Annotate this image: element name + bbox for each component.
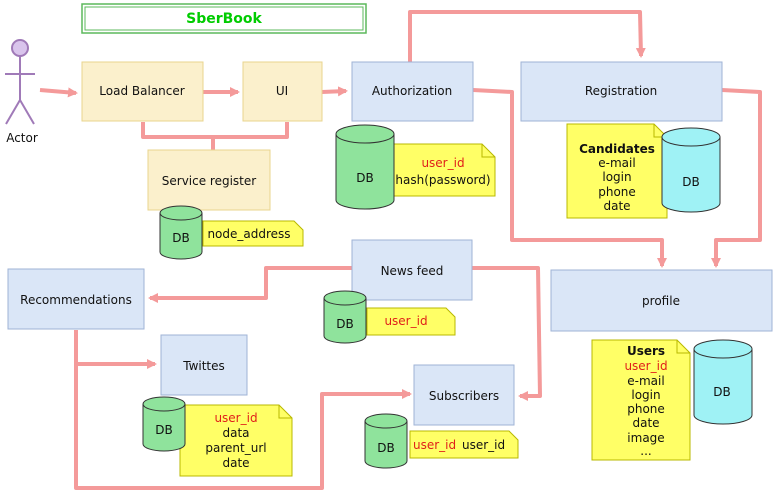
candidates-heading: Candidates [579, 142, 655, 156]
subscribers-db-cylinder: DB [364, 413, 408, 469]
registration-label: Registration [585, 84, 657, 98]
recommendations-label: Recommendations [20, 293, 132, 307]
users-item: date [632, 416, 659, 430]
ui-box: UI [242, 61, 323, 122]
users-item: e-mail [627, 374, 664, 388]
service-db-cylinder: DB [159, 205, 203, 260]
newsfeed-db-label: DB [336, 317, 353, 331]
users-item: phone [627, 402, 665, 416]
recommendations-box: Recommendations [7, 268, 145, 330]
ui-label: UI [276, 84, 288, 98]
profile-db-cylinder: DB [693, 339, 753, 425]
service-note: node_address [202, 220, 304, 247]
news-feed-box: News feed [351, 239, 473, 301]
subscribers-note-key1: user_id [413, 438, 456, 452]
twittes-box: Twittes [160, 334, 248, 396]
newsfeed-note-key: user_id [384, 314, 427, 328]
registration-box: Registration [520, 61, 723, 122]
candidates-item: date [603, 199, 630, 213]
twittes-note-item: parent_url [205, 441, 266, 455]
arrow-registration-to-profile [711, 88, 762, 268]
auth-db-label: DB [356, 171, 373, 185]
users-heading: Users [627, 344, 665, 358]
arrow-auth-to-profile [472, 88, 667, 268]
load-balancer-box: Load Balancer [81, 61, 204, 122]
actor-figure [5, 39, 35, 125]
arrow-recommendations-to-twittes [74, 330, 157, 369]
twittes-note: user_id data parent_url date [179, 404, 293, 477]
auth-note: user_id hash(password) [388, 143, 496, 197]
candidates-note: Candidates e-mail login phone date [566, 123, 668, 219]
actor-label: Actor [6, 131, 38, 145]
subscribers-label: Subscribers [429, 389, 499, 403]
service-note-field: node_address [207, 227, 290, 241]
arrow-newsfeed-to-subscribers [472, 266, 542, 401]
profile-box: profile [550, 269, 773, 332]
newsfeed-note: user_id [366, 307, 456, 336]
users-item: image [627, 431, 664, 445]
service-register-box: Service register [147, 149, 271, 211]
registration-db-cylinder: DB [661, 127, 721, 213]
arrow-newsfeed-to-recommendations [148, 266, 352, 303]
twittes-label: Twittes [182, 359, 225, 373]
registration-db-label: DB [682, 175, 699, 189]
auth-note-field: hash(password) [395, 173, 490, 187]
arrow-actor-to-lb [39, 87, 78, 98]
users-note: Users user_id e-mail login phone date im… [591, 339, 691, 461]
subscribers-note: user_id user_id [409, 430, 519, 459]
subscribers-db-label: DB [377, 441, 394, 455]
arrow-ui-to-auth [321, 86, 348, 97]
subscribers-note-key2: user_id [462, 438, 505, 452]
users-item: login [631, 388, 660, 402]
newsfeed-db-cylinder: DB [323, 290, 367, 344]
load-balancer-label: Load Balancer [99, 84, 184, 98]
profile-label: profile [642, 294, 680, 308]
service-db-label: DB [172, 231, 189, 245]
title-banner: SberBook [81, 3, 367, 34]
service-register-label: Service register [162, 174, 257, 188]
twittes-db-label: DB [155, 423, 172, 437]
auth-db-cylinder: DB [335, 124, 395, 210]
auth-note-key: user_id [421, 156, 464, 170]
twittes-note-key: user_id [214, 411, 257, 425]
twittes-note-item: date [222, 456, 249, 470]
arrow-recommendations-to-subscribers [74, 364, 412, 490]
users-key: user_id [624, 359, 667, 373]
subscribers-box: Subscribers [413, 364, 515, 426]
users-item: ... [640, 444, 651, 458]
authorization-box: Authorization [351, 61, 474, 122]
authorization-label: Authorization [372, 84, 452, 98]
candidates-item: e-mail [598, 156, 635, 170]
profile-db-label: DB [713, 385, 730, 399]
candidates-item: login [602, 170, 631, 184]
twittes-note-item: data [222, 426, 249, 440]
news-feed-label: News feed [381, 264, 444, 278]
twittes-db-cylinder: DB [142, 396, 186, 452]
line-lb-ui-to-service-register [141, 122, 289, 139]
candidates-item: phone [598, 185, 636, 199]
arrow-auth-to-registration [408, 10, 646, 62]
page-title: SberBook [186, 11, 262, 27]
